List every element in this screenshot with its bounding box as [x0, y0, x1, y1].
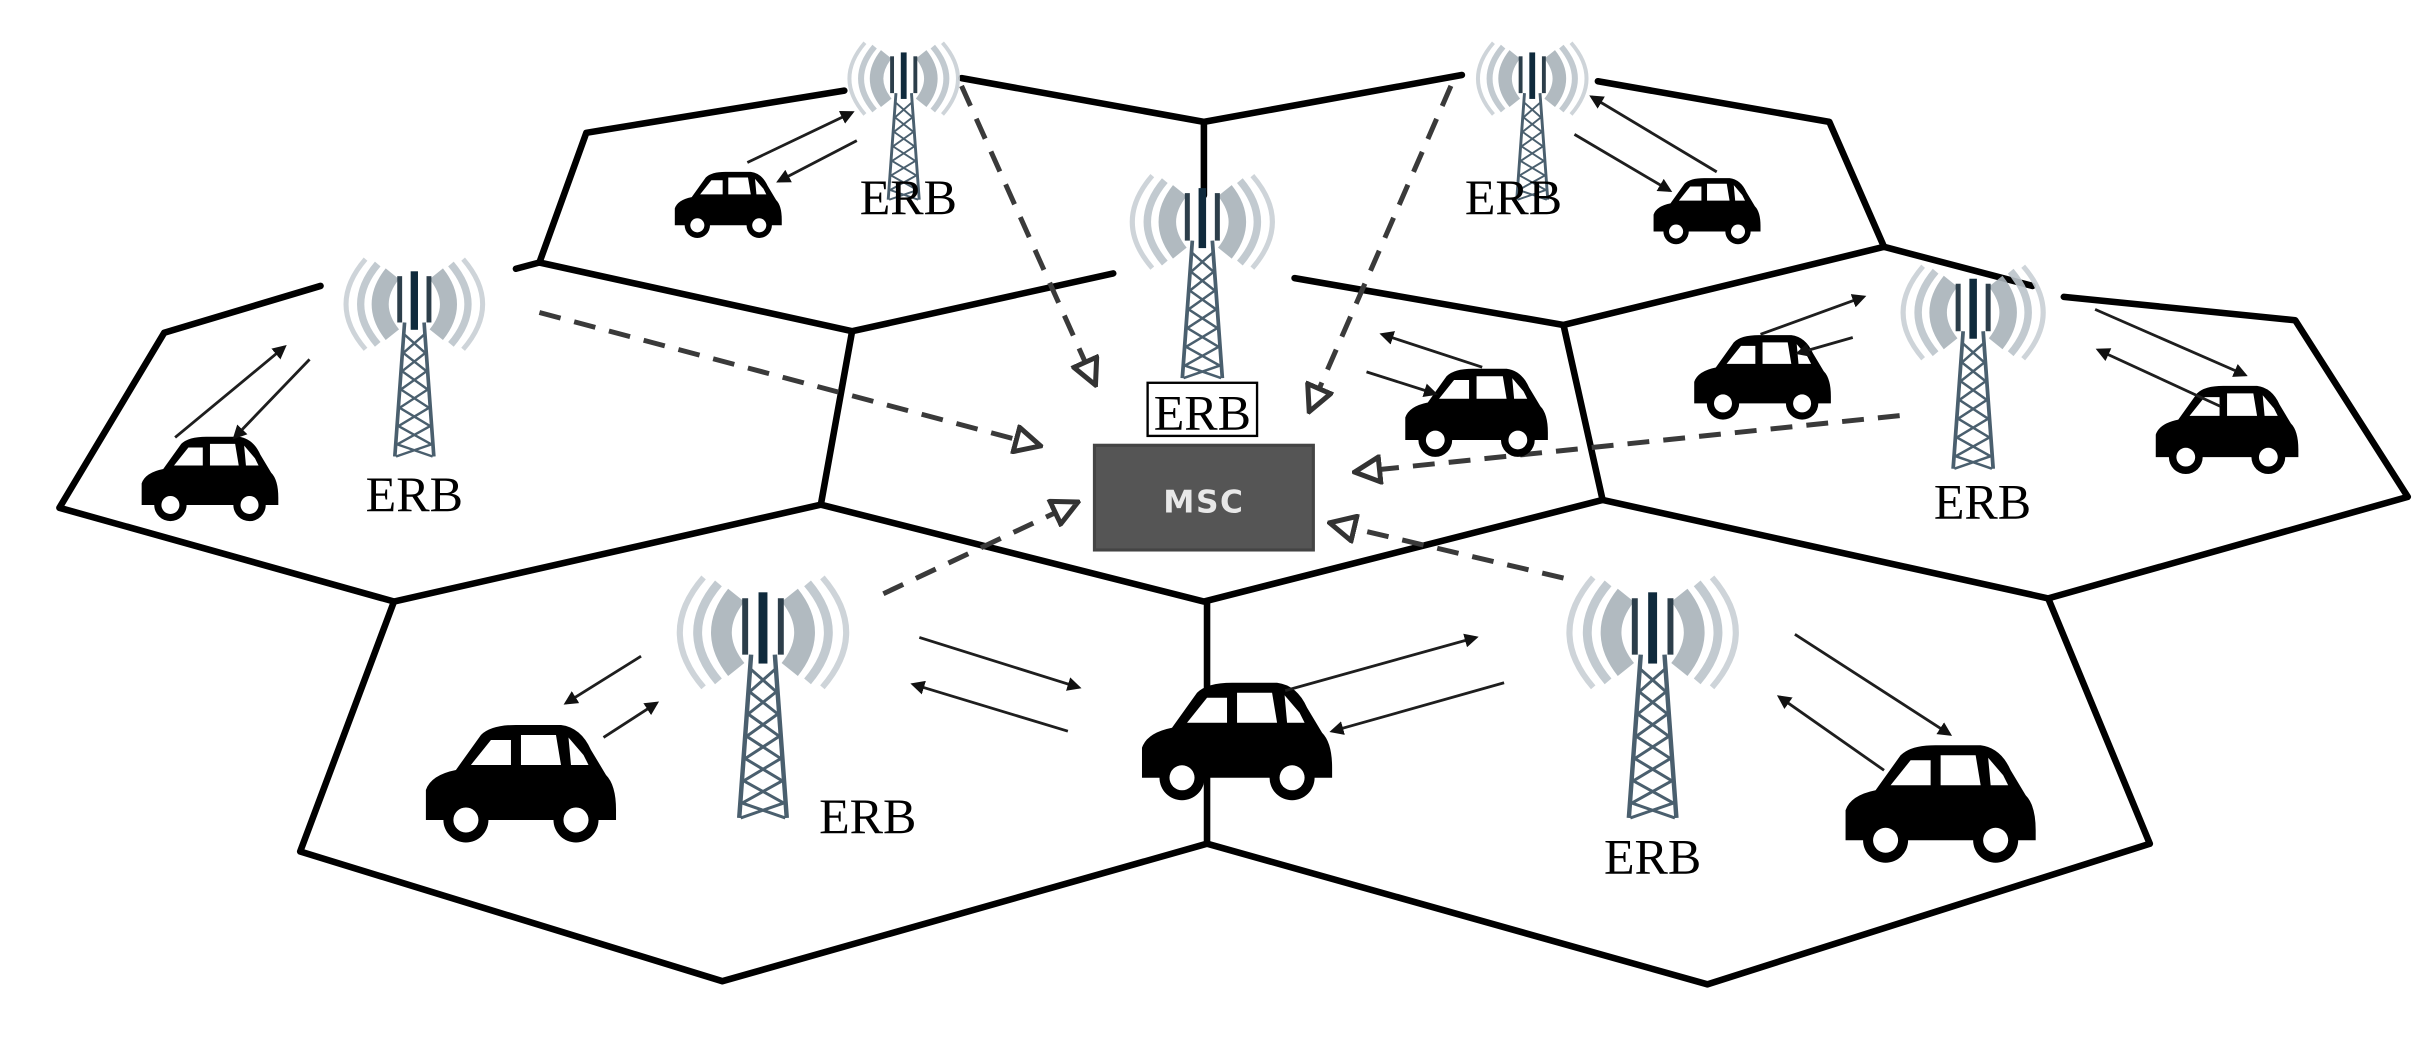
backhaul-links [538, 84, 1900, 596]
erb-labels: ERB ERB ERB ERB ERB ERB ERB [366, 169, 2031, 884]
car-icon [2155, 385, 2299, 475]
cell-edge [536, 259, 1117, 335]
uplink-arrow [1379, 331, 1483, 369]
link-bottom-left-to-msc [882, 503, 1075, 596]
tower-icon [680, 577, 846, 817]
tower-icon [346, 259, 483, 456]
car-icon [1694, 335, 1831, 420]
cell-edge [1599, 293, 2412, 602]
cell-edge [536, 87, 848, 266]
tower-icon [1132, 176, 1272, 378]
erb-label-center: ERB [1154, 385, 1251, 441]
downlink-arrow [232, 358, 311, 440]
uplink-arrow [1760, 294, 1867, 336]
cell-edge [1880, 243, 2036, 290]
car-icon [1653, 178, 1761, 245]
downlink-arrow [1573, 133, 1673, 193]
erb-label-left: ERB [366, 466, 463, 522]
downlink-arrow [1795, 336, 1854, 357]
car-icon [1141, 682, 1333, 801]
msc-label: MSC [1163, 484, 1244, 520]
car-icon [1405, 368, 1548, 457]
link-left-to-msc [538, 310, 1038, 445]
cell-edge [958, 71, 1466, 126]
erb-label-top-left: ERB [860, 169, 957, 225]
uplink-arrow [746, 110, 855, 164]
downlink-arrow [776, 139, 858, 183]
cell-edge [1594, 77, 1888, 251]
downlink-arrow [2094, 308, 2248, 377]
link-top-left-to-msc [959, 84, 1095, 383]
erb-label-top-right: ERB [1465, 169, 1562, 225]
erb-label-right: ERB [1934, 474, 2031, 530]
car-icon [425, 724, 617, 843]
link-bottom-right-to-msc [1332, 523, 1565, 581]
uplink-arrow [1776, 695, 1885, 772]
uplink-arrow [2095, 348, 2221, 408]
uplink-arrow [910, 680, 1069, 733]
downlink-arrow [1794, 633, 1953, 736]
tower-icon [1903, 266, 2043, 468]
tower-icon [1569, 577, 1735, 817]
cell-edge [56, 282, 856, 605]
cell-edge [817, 321, 1606, 605]
erb-label-bottom-right: ERB [1604, 828, 1701, 884]
uplink-arrow [174, 345, 287, 439]
downlink-arrow [1366, 370, 1438, 398]
uplink-arrow [1284, 633, 1479, 692]
cell-edge [1203, 595, 2154, 988]
downlink-arrow [1329, 681, 1505, 735]
erb-label-bottom-left: ERB [819, 788, 916, 844]
car-icon [674, 171, 782, 238]
msc-node: MSC [1092, 443, 1315, 552]
msc-box [1092, 443, 1315, 552]
cell-edge [512, 259, 543, 273]
cell-edge [296, 598, 1211, 985]
erb-label-center-box [1146, 381, 1259, 438]
uplink-arrow [602, 701, 660, 739]
link-top-right-to-msc [1310, 84, 1454, 409]
downlink-arrow [918, 636, 1082, 691]
link-right-to-msc [1357, 413, 1900, 472]
cell-edge [1291, 243, 1888, 329]
downlink-arrow [563, 655, 642, 705]
radio-links [174, 95, 2248, 772]
car-icon [141, 436, 279, 522]
uplink-arrow [1589, 95, 1718, 174]
